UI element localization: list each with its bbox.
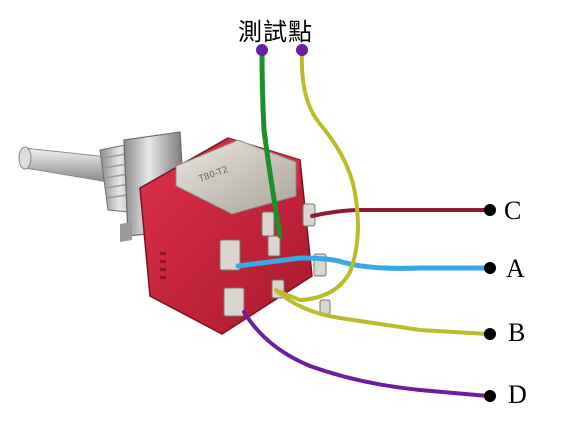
endpoint-d	[484, 390, 496, 402]
wire-red-c	[310, 208, 490, 218]
wire-blue-a	[235, 255, 491, 271]
wire-endpoints	[484, 204, 496, 402]
label-c: C	[504, 196, 522, 225]
test-point-title: 測試點	[238, 18, 313, 46]
endpoint-b	[484, 328, 496, 340]
label-d: D	[508, 380, 527, 409]
label-a: A	[506, 254, 525, 283]
wire-purple-d	[242, 310, 490, 398]
test-point-markers	[256, 44, 308, 56]
wires	[235, 49, 491, 398]
wire-yellow-test	[278, 50, 360, 302]
label-b: B	[508, 318, 526, 347]
endpoint-c	[484, 204, 496, 216]
wire-green-test	[259, 49, 283, 239]
endpoint-a	[484, 262, 496, 274]
test-point-marker-right	[296, 44, 308, 56]
test-point-marker-left	[256, 44, 268, 56]
wire-yellow-b	[274, 288, 490, 336]
